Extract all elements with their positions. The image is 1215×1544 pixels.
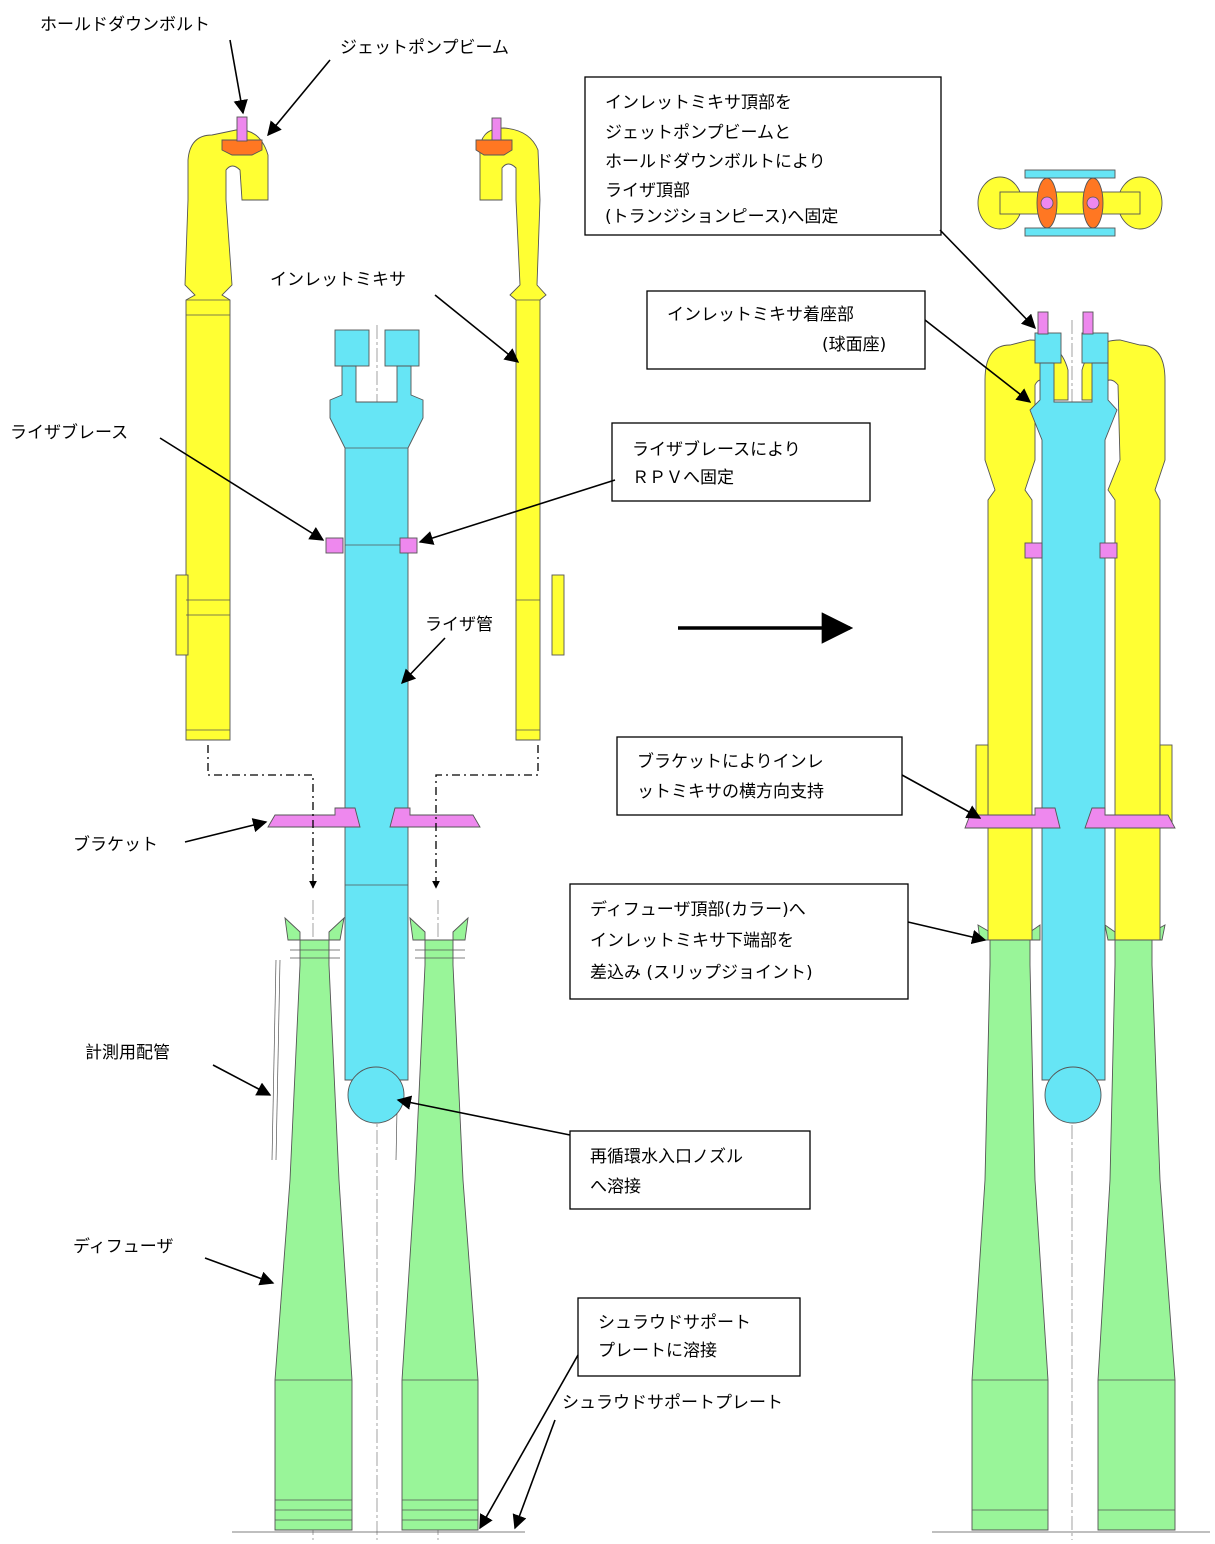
label-instrument-piping: 計測用配管 (85, 1043, 170, 1063)
callout-inlet-mixer-top: インレットミキサ頂部を ジェットポンプビームと ホールドダウンボルトにより ライ… (584, 76, 942, 236)
svg-text:ディフューザ頂部(カラー)へ: ディフューザ頂部(カラー)へ (590, 899, 806, 920)
svg-text:インレットミキサ下端部を: インレットミキサ下端部を (590, 931, 794, 951)
svg-text:ジェットポンプビームと: ジェットポンプビームと (605, 123, 791, 143)
svg-text:ＲＰＶへ固定: ＲＰＶへ固定 (632, 468, 734, 488)
hold-down-bolt-left (236, 116, 248, 142)
label-riser-brace: ライザブレース (10, 422, 128, 443)
svg-text:インレットミキサ頂部を: インレットミキサ頂部を (605, 93, 792, 113)
svg-text:差込み (スリップジョイント): 差込み (スリップジョイント) (590, 963, 813, 983)
top-view-inset (977, 169, 1163, 237)
inlet-mixer-left (175, 129, 269, 741)
callout-inlet-mixer-seat: インレットミキサ着座部 (球面座) (646, 290, 926, 370)
bracket-assembled-right (1084, 807, 1176, 829)
svg-text:ットミキサの横方向支持: ットミキサの横方向支持 (637, 782, 824, 802)
label-hold-down-bolt: ホールドダウンボルト (40, 15, 210, 35)
hold-down-bolt-assembled-left (1037, 311, 1049, 335)
bracket-left (267, 807, 361, 828)
hold-down-bolt-right (491, 117, 502, 141)
bracket-right (389, 807, 481, 828)
callout-shroud-weld: シュラウドサポート プレートに溶接 (577, 1297, 801, 1377)
svg-text:プレートに溶接: プレートに溶接 (598, 1341, 717, 1361)
diffuser-assembled-left (971, 924, 1049, 1531)
callout-diffuser-top: ディフューザ頂部(カラー)へ インレットミキサ下端部を 差込み (スリップジョイ… (569, 883, 909, 1000)
svg-text:(球面座): (球面座) (822, 335, 886, 355)
inlet-mixer-right (479, 127, 565, 741)
riser-brace-right (399, 537, 418, 554)
hold-down-bolt-assembled-right (1082, 311, 1094, 335)
svg-text:へ溶接: へ溶接 (590, 1177, 641, 1197)
svg-text:インレットミキサ着座部: インレットミキサ着座部 (667, 305, 854, 325)
label-diffuser: ディフューザ (73, 1236, 173, 1257)
label-shroud-support-plate: シュラウドサポートプレート (562, 1393, 783, 1413)
label-inlet-mixer: インレットミキサ (270, 270, 406, 290)
riser-left (329, 329, 424, 1124)
callout-inlet-nozzle-weld: 再循環水入口ノズル へ溶接 (569, 1130, 811, 1210)
riser-brace-left (325, 537, 344, 554)
svg-text:再循環水入口ノズル: 再循環水入口ノズル (590, 1147, 743, 1167)
label-riser-pipe: ライザ管 (425, 615, 493, 635)
label-jet-pump-beam: ジェットポンプビーム (340, 38, 509, 58)
svg-text:ホールドダウンボルトにより: ホールドダウンボルトにより (605, 152, 826, 172)
callout-bracket-support: ブラケットによりインレ ットミキサの横方向支持 (616, 736, 903, 816)
riser-brace-assembled-right (1099, 542, 1118, 559)
jet-pump-beam-right (475, 139, 513, 156)
svg-text:ライザブレースにより: ライザブレースにより (632, 439, 801, 460)
jet-pump-beam-left (221, 139, 263, 156)
callout-riser-brace-fix: ライザブレースにより ＲＰＶへ固定 (611, 422, 871, 502)
svg-text:(トランジションピース)へ固定: (トランジションピース)へ固定 (605, 207, 838, 227)
label-bracket: ブラケット (73, 834, 158, 855)
diffuser-assembled-right (1097, 923, 1176, 1531)
svg-text:ブラケットによりインレ: ブラケットによりインレ (637, 751, 824, 772)
svg-text:ライザ頂部: ライザ頂部 (605, 181, 690, 201)
riser-brace-assembled-left (1024, 542, 1043, 559)
svg-text:シュラウドサポート: シュラウドサポート (598, 1313, 751, 1333)
riser-assembled (1029, 332, 1118, 1124)
diffuser-right (395, 916, 479, 1531)
diffuser-left (271, 916, 353, 1531)
